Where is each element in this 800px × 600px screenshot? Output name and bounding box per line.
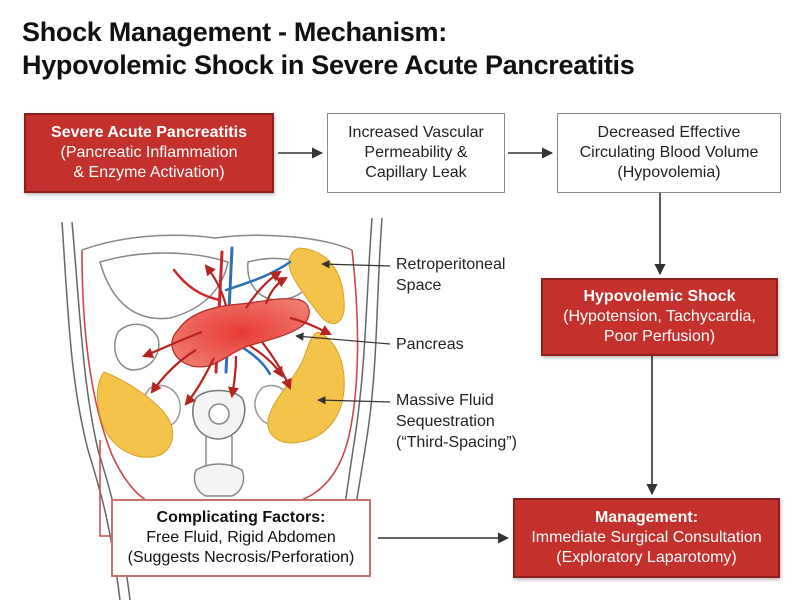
title-line-2: Hypovolemic Shock in Severe Acute Pancre… xyxy=(22,50,635,80)
body-wall-left xyxy=(61,221,121,600)
complicating-heading: Complicating Factors: xyxy=(156,509,326,526)
box-decreased-blood-volume: Decreased Effective Circulating Blood Vo… xyxy=(557,113,781,193)
box-complicating-factors: Complicating Factors: Free Fluid, Rigid … xyxy=(111,499,371,577)
fluid-leak-arrows xyxy=(141,264,332,406)
label-fluid-sequestration: Massive Fluid Sequestration (“Third-Spac… xyxy=(396,390,517,453)
diagram-title: Shock Management - Mechanism: Hypovolemi… xyxy=(22,16,782,82)
fluid-line-3: (“Third-Spacing”) xyxy=(396,434,517,451)
label-retroperitoneal-space: Retroperitoneal Space xyxy=(396,254,505,296)
retroperitoneal-line-2: Space xyxy=(396,277,442,294)
box-vascular-permeability: Increased Vascular Permeability & Capill… xyxy=(327,113,505,193)
fluid-line-1: Massive Fluid xyxy=(396,392,494,409)
volume-line-1: Decreased Effective xyxy=(597,124,741,141)
flow-arrows xyxy=(278,147,666,544)
box-management: Management: Immediate Surgical Consultat… xyxy=(513,498,780,578)
complicating-line-2: (Suggests Necrosis/Perforation) xyxy=(127,549,355,566)
connector-illustration-to-complicating xyxy=(99,440,110,537)
title-line-1: Shock Management - Mechanism: xyxy=(22,17,447,47)
management-line-2: (Exploratory Laparotomy) xyxy=(556,549,737,566)
pancreas-organ xyxy=(171,298,310,368)
label-pointers xyxy=(295,260,391,405)
label-pancreas: Pancreas xyxy=(396,336,464,353)
shock-line-2: Poor Perfusion) xyxy=(603,328,716,345)
permeability-line-2: Permeability & xyxy=(364,144,468,161)
volume-line-3: (Hypovolemia) xyxy=(617,164,721,181)
liver-outline xyxy=(99,252,229,320)
shock-heading: Hypovolemic Shock xyxy=(583,288,736,305)
box-severe-acute-pancreatitis: Severe Acute Pancreatitis (Pancreatic In… xyxy=(24,113,274,193)
volume-line-2: Circulating Blood Volume xyxy=(579,144,759,161)
shock-line-1: (Hypotension, Tachycardia, xyxy=(563,308,756,325)
retroperitoneal-line-1: Retroperitoneal xyxy=(396,256,506,273)
pancreatitis-line-1: (Pancreatic Inflammation xyxy=(60,144,238,161)
management-heading: Management: xyxy=(594,509,699,526)
permeability-line-3: Capillary Leak xyxy=(365,164,467,181)
fluid-line-2: Sequestration xyxy=(396,413,495,430)
pancreatitis-heading: Severe Acute Pancreatitis xyxy=(51,124,247,141)
management-line-1: Immediate Surgical Consultation xyxy=(531,529,762,546)
box-hypovolemic-shock: Hypovolemic Shock (Hypotension, Tachycar… xyxy=(541,278,778,356)
permeability-line-1: Increased Vascular xyxy=(348,124,484,141)
complicating-line-1: Free Fluid, Rigid Abdomen xyxy=(146,529,336,546)
fluid-sequestration xyxy=(96,247,345,458)
pancreatitis-line-2: & Enzyme Activation) xyxy=(73,164,225,181)
